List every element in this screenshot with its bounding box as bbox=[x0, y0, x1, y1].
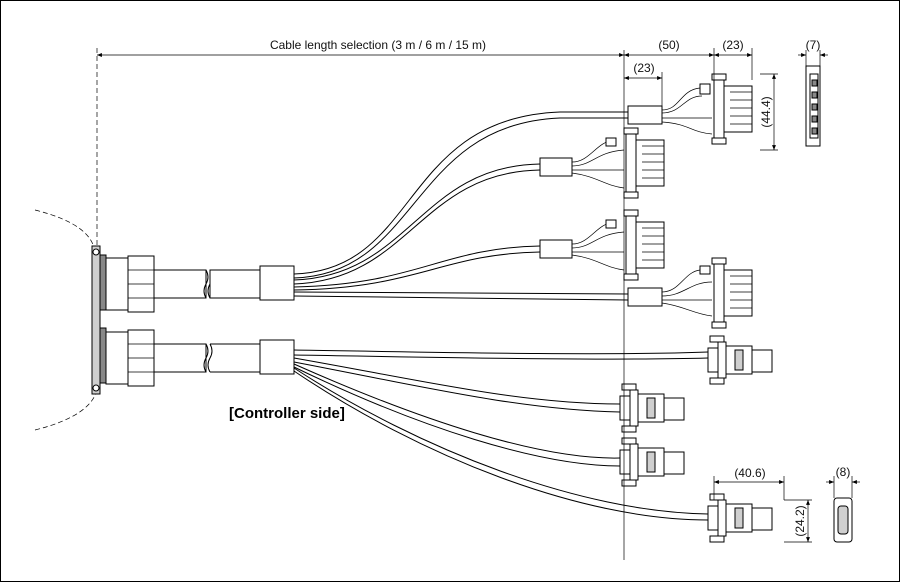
motor-connector-4 bbox=[627, 257, 753, 329]
dsub-connector-3 bbox=[619, 437, 685, 487]
controller-outline-top bbox=[34, 209, 96, 256]
motor-connector-side-view bbox=[805, 65, 821, 147]
dsub-connector-2 bbox=[619, 383, 685, 433]
dsub-side-view bbox=[833, 497, 853, 543]
dim-23-top-label: (23) bbox=[722, 38, 743, 52]
dim-8-label: (8) bbox=[836, 465, 851, 479]
dim-40-6-label: (40.6) bbox=[734, 466, 765, 480]
upper-main-cable bbox=[153, 265, 295, 301]
lower-branch-cables bbox=[293, 349, 709, 521]
cable-length-label: Cable length selection (3 m / 6 m / 15 m… bbox=[270, 38, 486, 52]
lower-cable-gland bbox=[105, 329, 155, 387]
upper-branch-cables bbox=[293, 111, 629, 301]
dsub-connector-4 bbox=[707, 493, 773, 543]
lower-main-cable bbox=[153, 339, 295, 375]
controller-side-label: [Controller side] bbox=[229, 405, 345, 422]
dim-24-2-label: (24.2) bbox=[793, 505, 807, 536]
controller-panel-plate bbox=[91, 245, 107, 395]
motor-connector-2 bbox=[539, 127, 665, 199]
motor-connector-3 bbox=[539, 209, 665, 281]
motor-connector-1 bbox=[627, 73, 753, 145]
dim-44-4-label: (44.4) bbox=[759, 96, 773, 127]
dim-50-label: (50) bbox=[658, 38, 679, 52]
dsub-connector-1 bbox=[707, 335, 773, 385]
dim-7-label: (7) bbox=[806, 38, 821, 52]
dim-23-inner-label: (23) bbox=[633, 61, 654, 75]
upper-cable-gland bbox=[105, 255, 155, 313]
controller-outline-bottom bbox=[34, 384, 99, 431]
